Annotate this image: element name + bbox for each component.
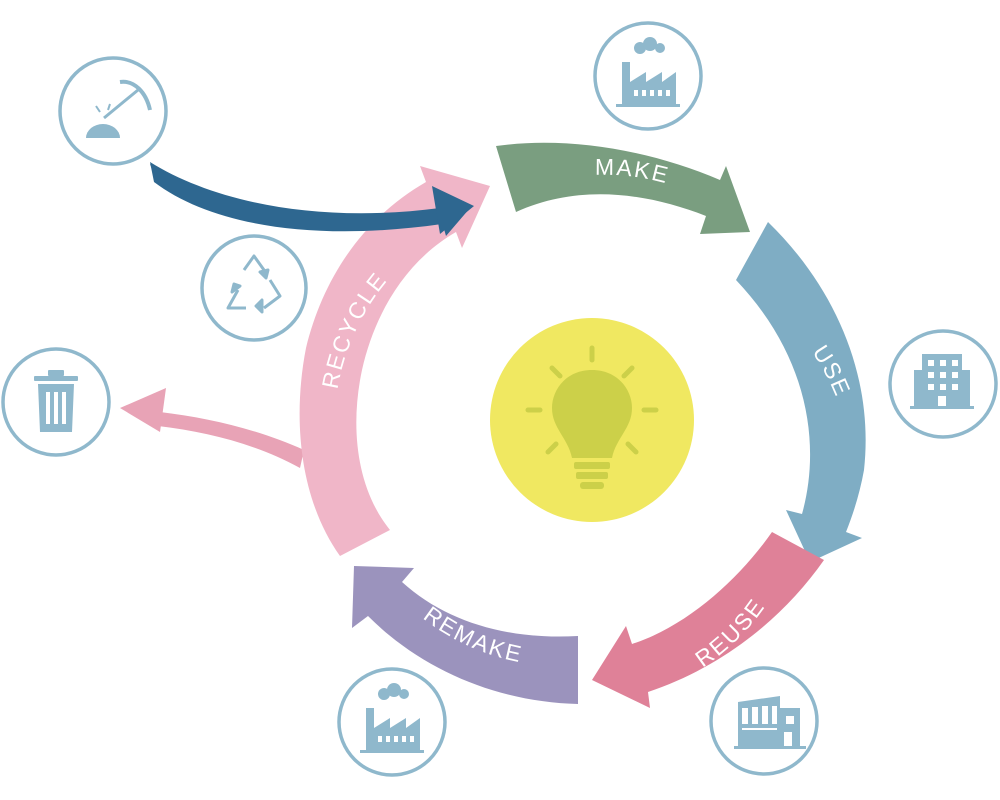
mining-icon-ring (58, 56, 168, 166)
factory-make-icon-ring (593, 21, 703, 131)
pickaxe-icon (86, 79, 152, 138)
center-bulb (490, 318, 694, 522)
lightbulb-icon (525, 345, 659, 489)
trash-icon-ring (1, 347, 111, 457)
building-use-icon-ring (888, 329, 998, 439)
segment-use: USE (736, 222, 866, 562)
building-reuse-icon-ring (709, 666, 819, 776)
office-building-icon (910, 354, 974, 409)
raw-material-arrow (150, 162, 474, 236)
recycle-icon-ring (200, 234, 308, 342)
warehouse-icon (734, 696, 806, 749)
factory-icon (360, 683, 424, 753)
trash-can-icon (34, 370, 78, 432)
discard-arrow (120, 388, 304, 468)
segment-make: MAKE (496, 142, 750, 234)
recycle-icon (226, 254, 282, 314)
factory-icon (616, 37, 680, 107)
factory-remake-icon-ring (337, 667, 447, 777)
